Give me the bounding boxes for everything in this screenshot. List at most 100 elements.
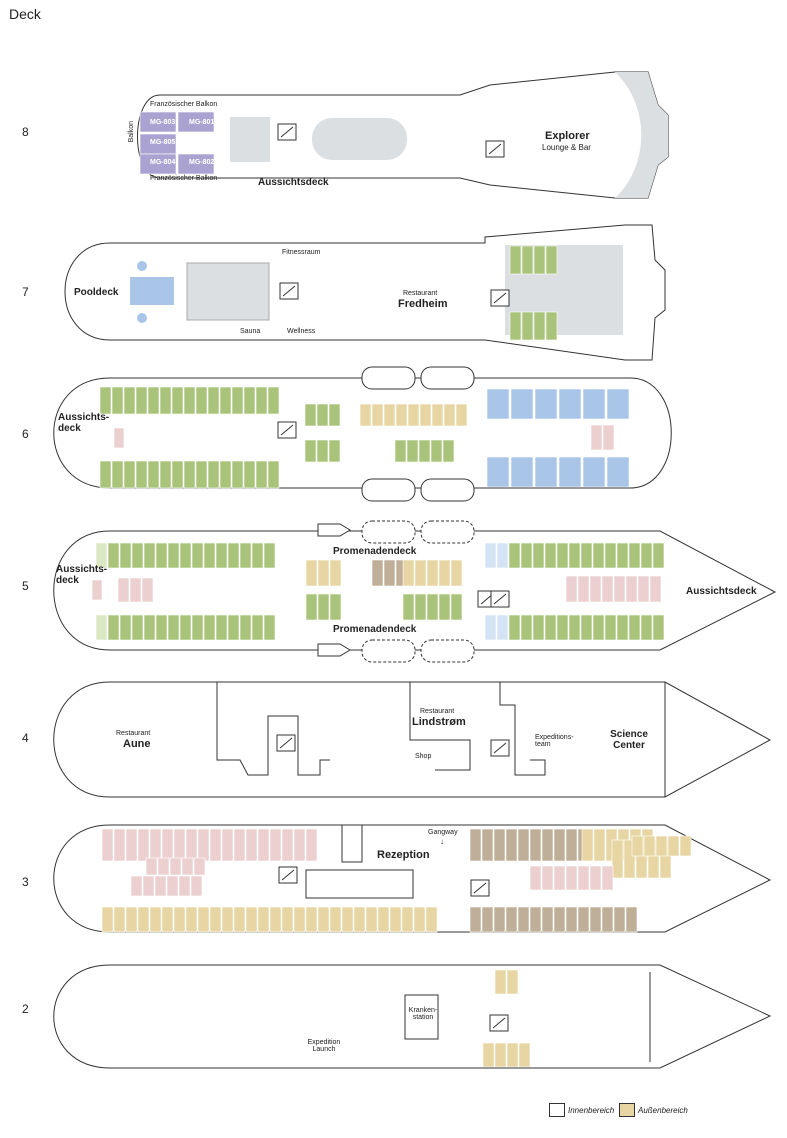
cabin-block [383, 403, 396, 427]
krankenstation-label: Kranken-station [408, 1007, 438, 1022]
cabin-block [251, 614, 264, 641]
cabin-block [553, 906, 566, 933]
balkon-side-label: Balkon [128, 120, 136, 143]
cabin-block [509, 245, 522, 275]
cabin-block [227, 614, 240, 641]
cabin-block [438, 559, 451, 587]
cabin-block [177, 111, 215, 133]
deck3-reception-desk [305, 869, 414, 899]
cabin-block [553, 865, 566, 891]
cabin-block [101, 906, 114, 933]
cabin-block [135, 460, 148, 489]
cabin-block [137, 828, 150, 862]
cabin-block [257, 906, 270, 933]
cabin-block [425, 906, 438, 933]
deck5-tender [317, 643, 351, 657]
cabin-block [157, 857, 170, 876]
cabin-block [125, 828, 138, 862]
cabin-block [625, 906, 638, 933]
deck5-tender [317, 523, 351, 537]
cabin-block [233, 906, 246, 933]
cabin-block [443, 403, 456, 427]
cabin-block [402, 593, 415, 621]
cabin-block [604, 614, 617, 641]
cabin-block [430, 439, 443, 463]
cabin-block [117, 577, 130, 603]
cabin-block [131, 614, 144, 641]
cabin-block [493, 906, 506, 933]
cabin-block [486, 388, 510, 420]
explorer-label: Explorer [545, 130, 590, 142]
cabin-block [233, 828, 246, 862]
cabin-block [628, 542, 641, 569]
cabin-block [577, 906, 590, 933]
cabin-block [418, 439, 431, 463]
gangway-arrow-icon: ↓ [440, 837, 444, 846]
deck7-pool [130, 277, 174, 305]
cabin-block [173, 828, 186, 862]
cabin-block [414, 593, 427, 621]
cabin-block [521, 245, 534, 275]
cabin-block [107, 614, 120, 641]
cabin-block [316, 403, 329, 427]
cabin-block [556, 542, 569, 569]
cabin-block [179, 614, 192, 641]
cabin-block [317, 906, 330, 933]
cabin-block [510, 388, 534, 420]
cabin-block [481, 828, 494, 862]
cabin-block [565, 906, 578, 933]
cabin-block [521, 311, 534, 341]
cabin-block [520, 614, 533, 641]
deck6-deckbox [361, 366, 416, 390]
cabin-block [173, 906, 186, 933]
cabin-block [193, 857, 206, 876]
cabin-block [154, 875, 167, 897]
cabin-block [131, 542, 144, 569]
deck-number-6: 6 [22, 427, 29, 441]
cabin-block [402, 559, 415, 587]
cabin-block [558, 388, 582, 420]
promenadendeck-top-label: Promenadendeck [333, 546, 417, 557]
deck-number-3: 3 [22, 875, 29, 889]
cabin-block [613, 575, 626, 603]
cabin-block [577, 575, 590, 603]
cabin-block [581, 828, 594, 862]
cabin-block [493, 828, 506, 862]
restaurant-aune-label: Restaurant [116, 730, 151, 737]
cabin-block [317, 559, 330, 587]
cabin-block [328, 403, 341, 427]
cabin-block [426, 593, 439, 621]
suite-label: MG-802 [189, 159, 215, 166]
cabin-block [494, 1042, 507, 1068]
cabin-block [101, 828, 114, 862]
cabin-block [426, 559, 439, 587]
cabin-block [167, 614, 180, 641]
cabin-block [183, 460, 196, 489]
cabin-block [171, 386, 184, 415]
cabin-block [532, 542, 545, 569]
suite-label: MG-804 [150, 159, 176, 166]
cabin-block [197, 906, 210, 933]
aussichtsdeck-6-label: Aussichts-deck [58, 412, 110, 434]
cabin-block [195, 386, 208, 415]
cabin-block [191, 614, 204, 641]
sauna-label: Sauna [240, 328, 261, 335]
cabin-block [243, 460, 256, 489]
cabin-block [505, 906, 518, 933]
cabin-block [606, 388, 630, 420]
cabin-block [496, 614, 509, 641]
cabin-block [219, 386, 232, 415]
cabin-block [159, 460, 172, 489]
cabin-block [580, 614, 593, 641]
cabin-block [533, 311, 546, 341]
cabin-block [293, 906, 306, 933]
aussichtsdeck-5-right-label: Aussichtsdeck [686, 586, 757, 597]
cabin-block [219, 460, 232, 489]
deck7-pool-jacuzzi [137, 261, 147, 271]
cabin-block [494, 969, 507, 995]
cabin-block [316, 439, 329, 463]
cabin-block [95, 614, 108, 641]
cabin-block [281, 828, 294, 862]
restaurant-lindstrom-label: Restaurant [420, 708, 455, 715]
